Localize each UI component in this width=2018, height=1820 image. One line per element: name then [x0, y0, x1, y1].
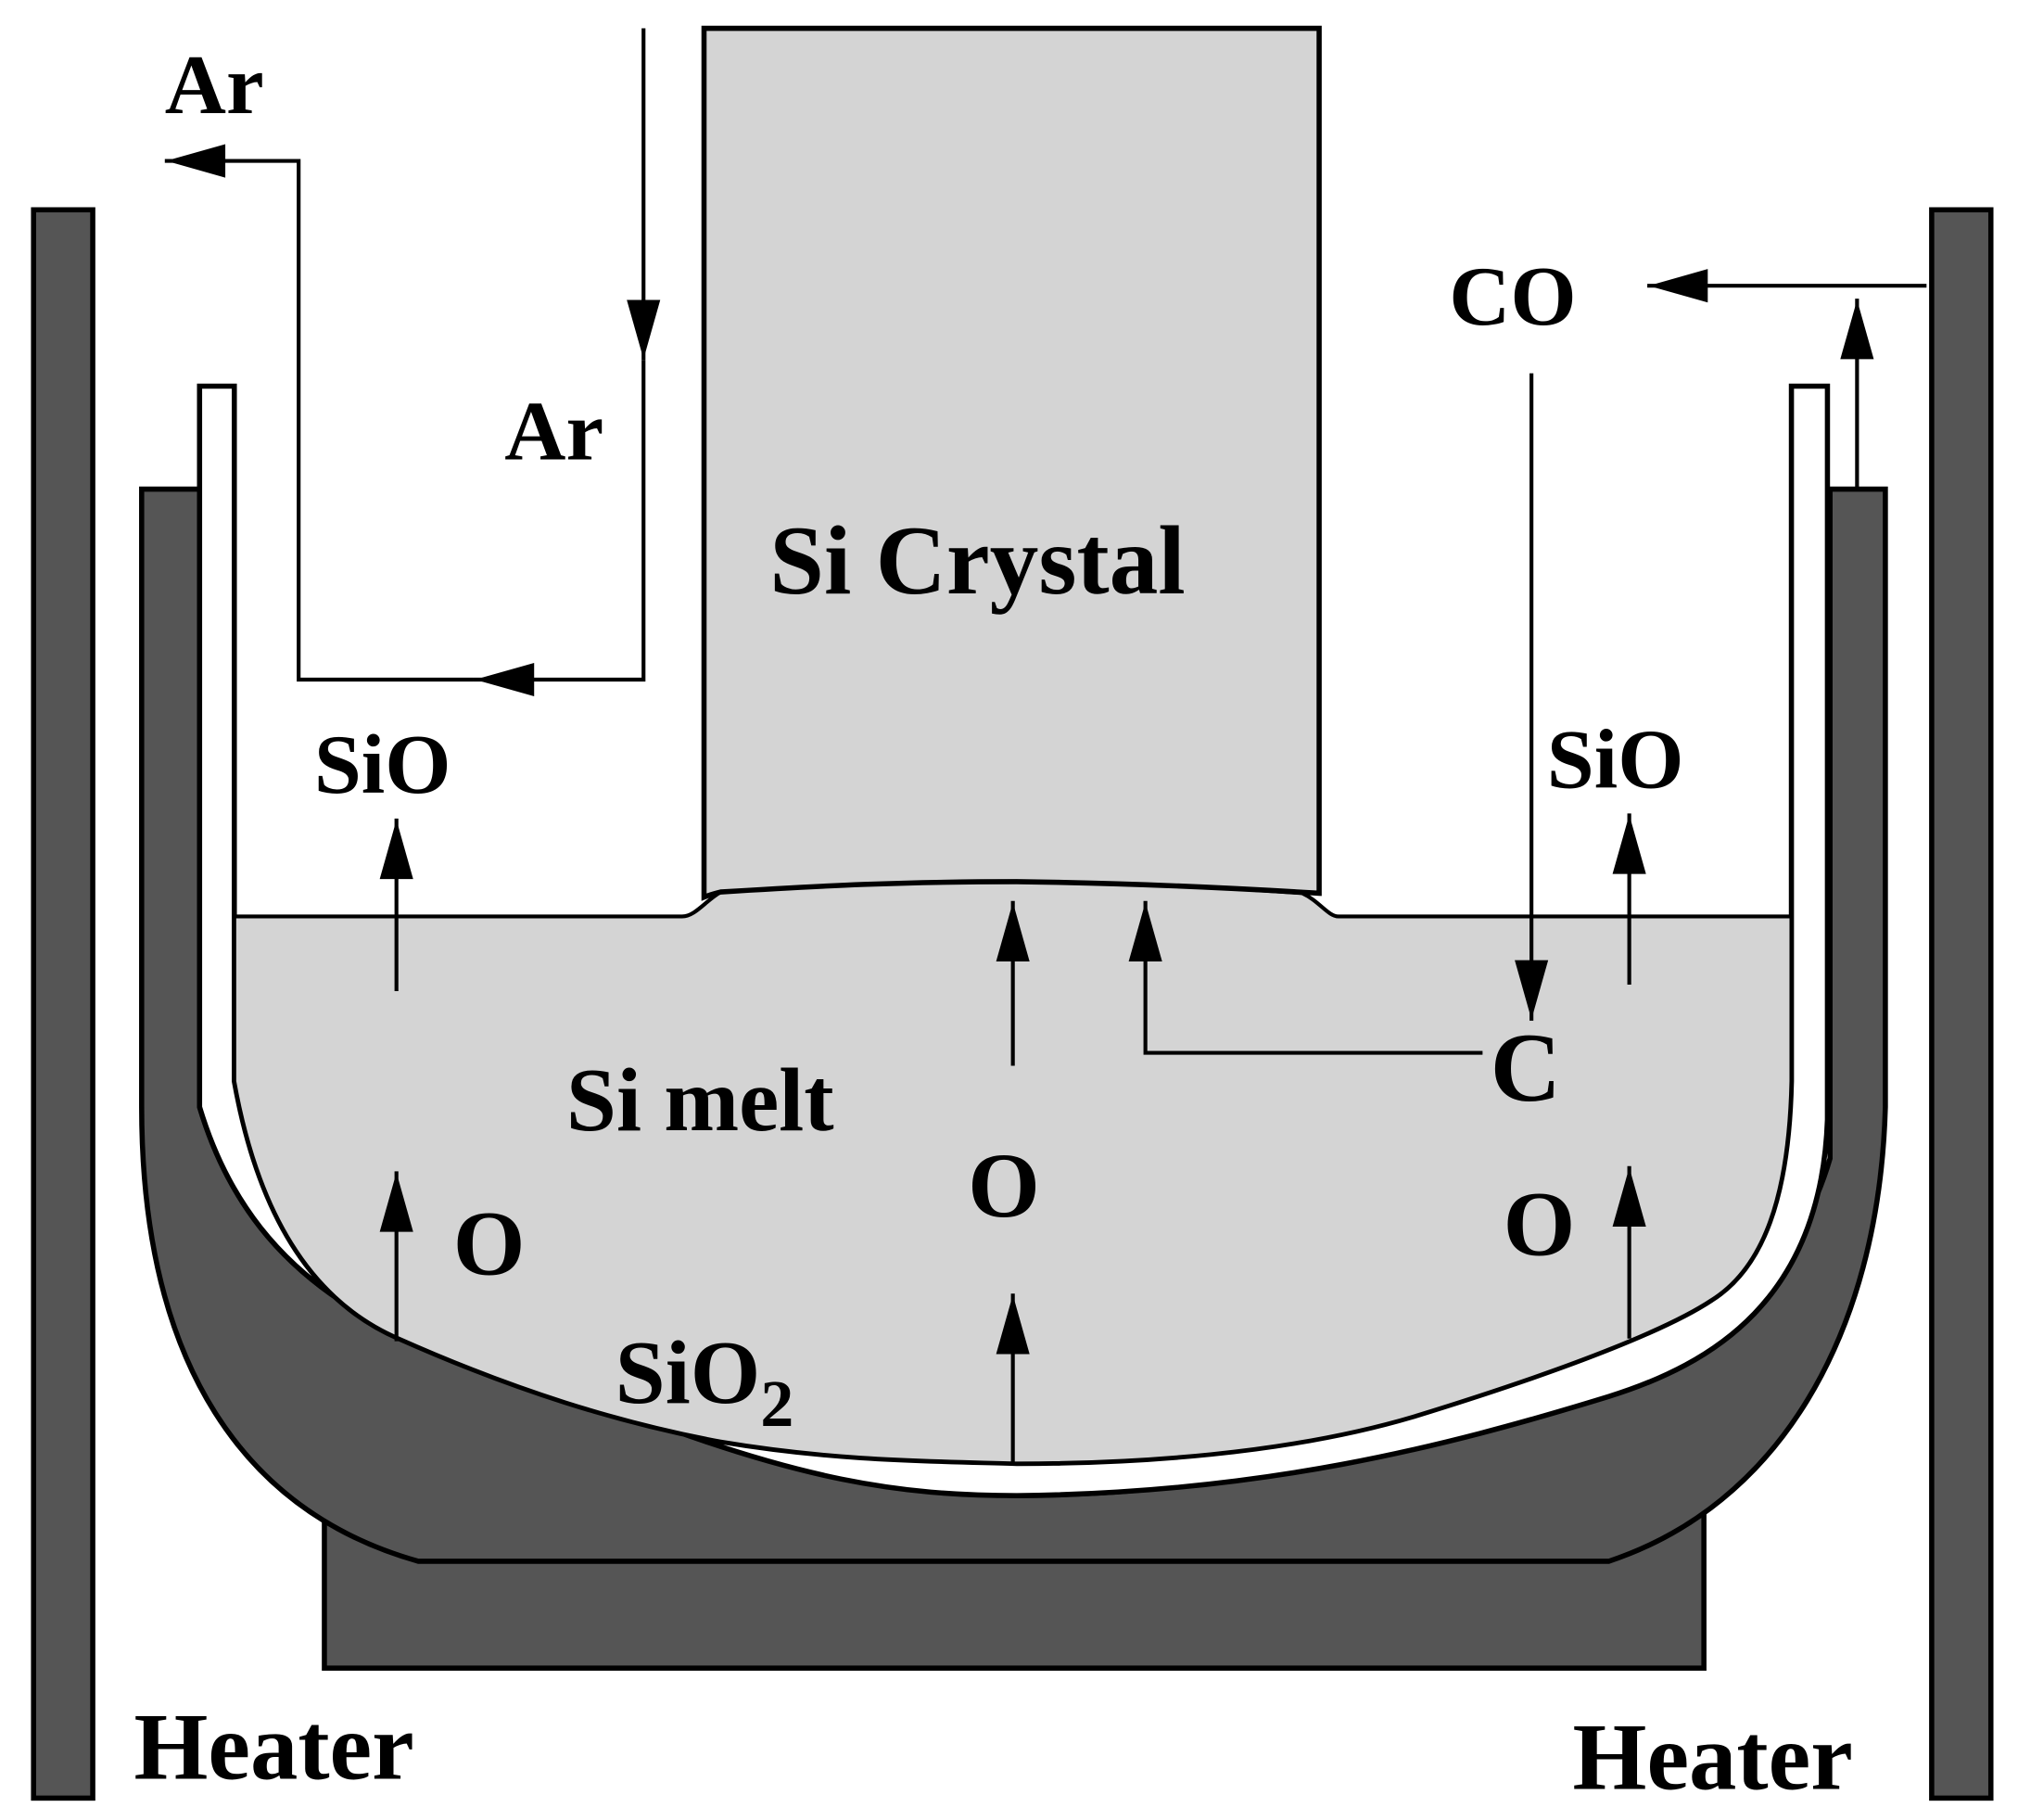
label-c: C — [1491, 1013, 1561, 1122]
label-sio2-subscript: 2 — [760, 1367, 793, 1441]
label-heater-left: Heater — [133, 1695, 413, 1801]
ar-return-arrow — [473, 360, 646, 697]
label-sio-right: SiO — [1547, 712, 1684, 807]
heater-left-bar — [31, 207, 95, 1801]
label-sio2-main: SiO — [616, 1323, 761, 1423]
label-si-melt: Si melt — [566, 1050, 834, 1151]
label-co: CO — [1449, 248, 1576, 343]
label-sio-left: SiO — [314, 717, 451, 811]
label-ar-inlet: Ar — [504, 384, 603, 478]
label-o-left: O — [453, 1191, 526, 1294]
label-o-center: O — [968, 1134, 1040, 1237]
c-to-crystal-arrow — [1128, 900, 1483, 1055]
label-heater-right: Heater — [1573, 1705, 1853, 1811]
label-si-crystal: Si Crystal — [769, 506, 1185, 615]
si-crystal-ingot — [701, 25, 1322, 901]
heater-right-bar — [1929, 207, 1994, 1801]
label-ar-outlet: Ar — [165, 37, 264, 132]
label-sio2: SiO2 — [616, 1323, 794, 1441]
ar-outlet-arrow — [164, 144, 474, 682]
label-o-right: O — [1504, 1173, 1576, 1276]
